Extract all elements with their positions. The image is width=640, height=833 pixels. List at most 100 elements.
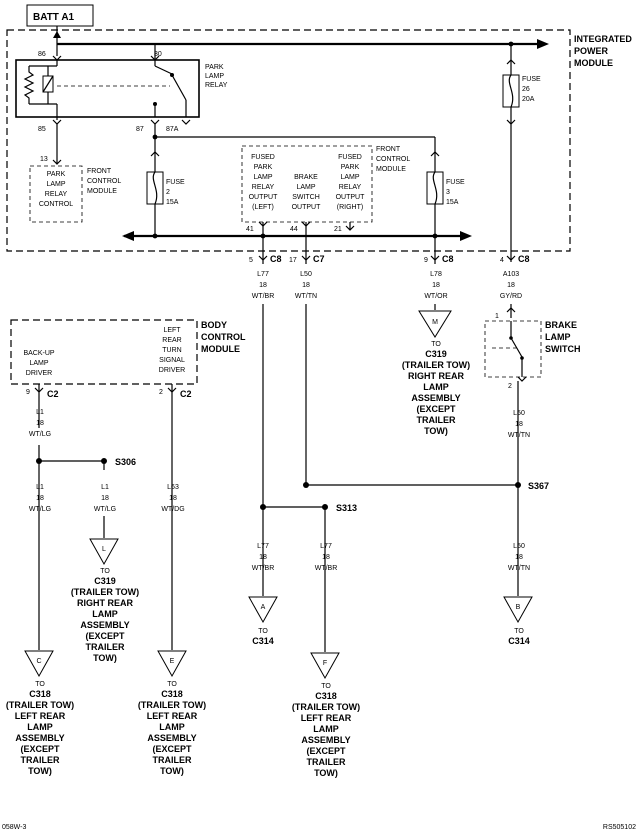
text-line: C318 [315,691,337,701]
text-line: (RIGHT) [337,204,363,211]
c7-pin: 17 [289,257,297,264]
conn-m-label: M [432,319,438,326]
text-line: L63 [167,484,179,491]
text-line: L77 [320,543,332,550]
text-line: OUTPUT [336,194,366,201]
text-line: RIGHT REAR [77,598,134,608]
c8c-conn: C8 [518,254,530,264]
c8b-conn: C8 [442,254,454,264]
text-line: 18 [515,421,523,428]
text-line: WT/TN [295,293,317,300]
text-line: TO [431,341,441,348]
text-line: 18 [36,420,44,427]
text-line: BRAKE [294,174,318,181]
text-line: L1 [101,484,109,491]
brake-lamp-switch [484,320,542,378]
text-line: TOW) [28,766,52,776]
text-line: L50 [300,271,312,278]
text-line: ASSEMBLY [411,393,460,403]
text-line: LEFT REAR [147,711,198,721]
text-line: SIGNAL [159,357,185,364]
pin-13: 13 [40,156,48,163]
text-line: WT/TN [508,565,530,572]
text-line: RELAY [339,184,362,191]
text-line: PARK [205,64,224,71]
pin-86: 86 [38,51,46,58]
text-line: LAMP [29,360,48,367]
text-line: TRAILER [307,757,346,767]
text-line: PARK [254,164,273,171]
c2a-conn: C2 [47,389,59,399]
conn-c-triangle [24,650,54,678]
pin-30: 30 [154,51,162,58]
text-line: LEFT [163,327,181,334]
text-line: OUTPUT [292,204,322,211]
pin-87: 87 [136,126,144,133]
text-line: POWER [574,46,609,56]
text-line: LAMP [340,174,359,181]
text-line: LAMP [159,722,185,732]
text-line: 18 [302,282,310,289]
text-line: TO [321,683,331,690]
splice-s313: S313 [336,503,357,513]
text-line: WT/TN [508,432,530,439]
text-line: WT/LG [29,431,51,438]
text-line: BRAKE [545,320,577,330]
text-line: BACK-UP [23,350,54,357]
text-line: TOW) [424,426,448,436]
conn-l-label: L [102,546,106,553]
text-line: PARK [341,164,360,171]
c8b-pin: 9 [424,257,428,264]
text-line: TURN [162,347,181,354]
text-line: C314 [508,636,530,646]
text-line: 15A [446,199,459,206]
text-line: LAMP [92,609,118,619]
text-line: C314 [252,636,274,646]
conn-l-triangle [89,538,119,566]
text-line: RIGHT REAR [408,371,465,381]
text-line: PARK [47,171,66,178]
text-line: 18 [432,282,440,289]
text-line: (TRAILER TOW) [402,360,470,370]
text-line: RELAY [45,191,68,198]
c7-conn: C7 [313,254,325,264]
batt-arrow-up [53,31,61,38]
text-line: (TRAILER TOW) [138,700,206,710]
text-line: 18 [507,282,515,289]
text-line: 26 [522,86,530,93]
text-line: 18 [101,495,109,502]
text-line: INTEGRATED [574,34,632,44]
text-line: WT/OR [424,293,447,300]
conn-c-label: C [36,658,41,665]
conn-a-triangle [248,596,278,624]
text-line: TRAILER [86,642,125,652]
pin-85: 85 [38,126,46,133]
text-line: TO [100,568,110,575]
coil-resistor [23,66,35,104]
text-line: FUSE [522,76,541,83]
text-line: 18 [36,495,44,502]
text-line: (TRAILER TOW) [71,587,139,597]
text-line: L77 [257,271,269,278]
park-lamp-relay [15,59,200,118]
text-line: C318 [29,689,51,699]
text-line: 18 [169,495,177,502]
footer-left: 058W-3 [2,824,26,831]
footer-right: RS505102 [603,824,636,831]
